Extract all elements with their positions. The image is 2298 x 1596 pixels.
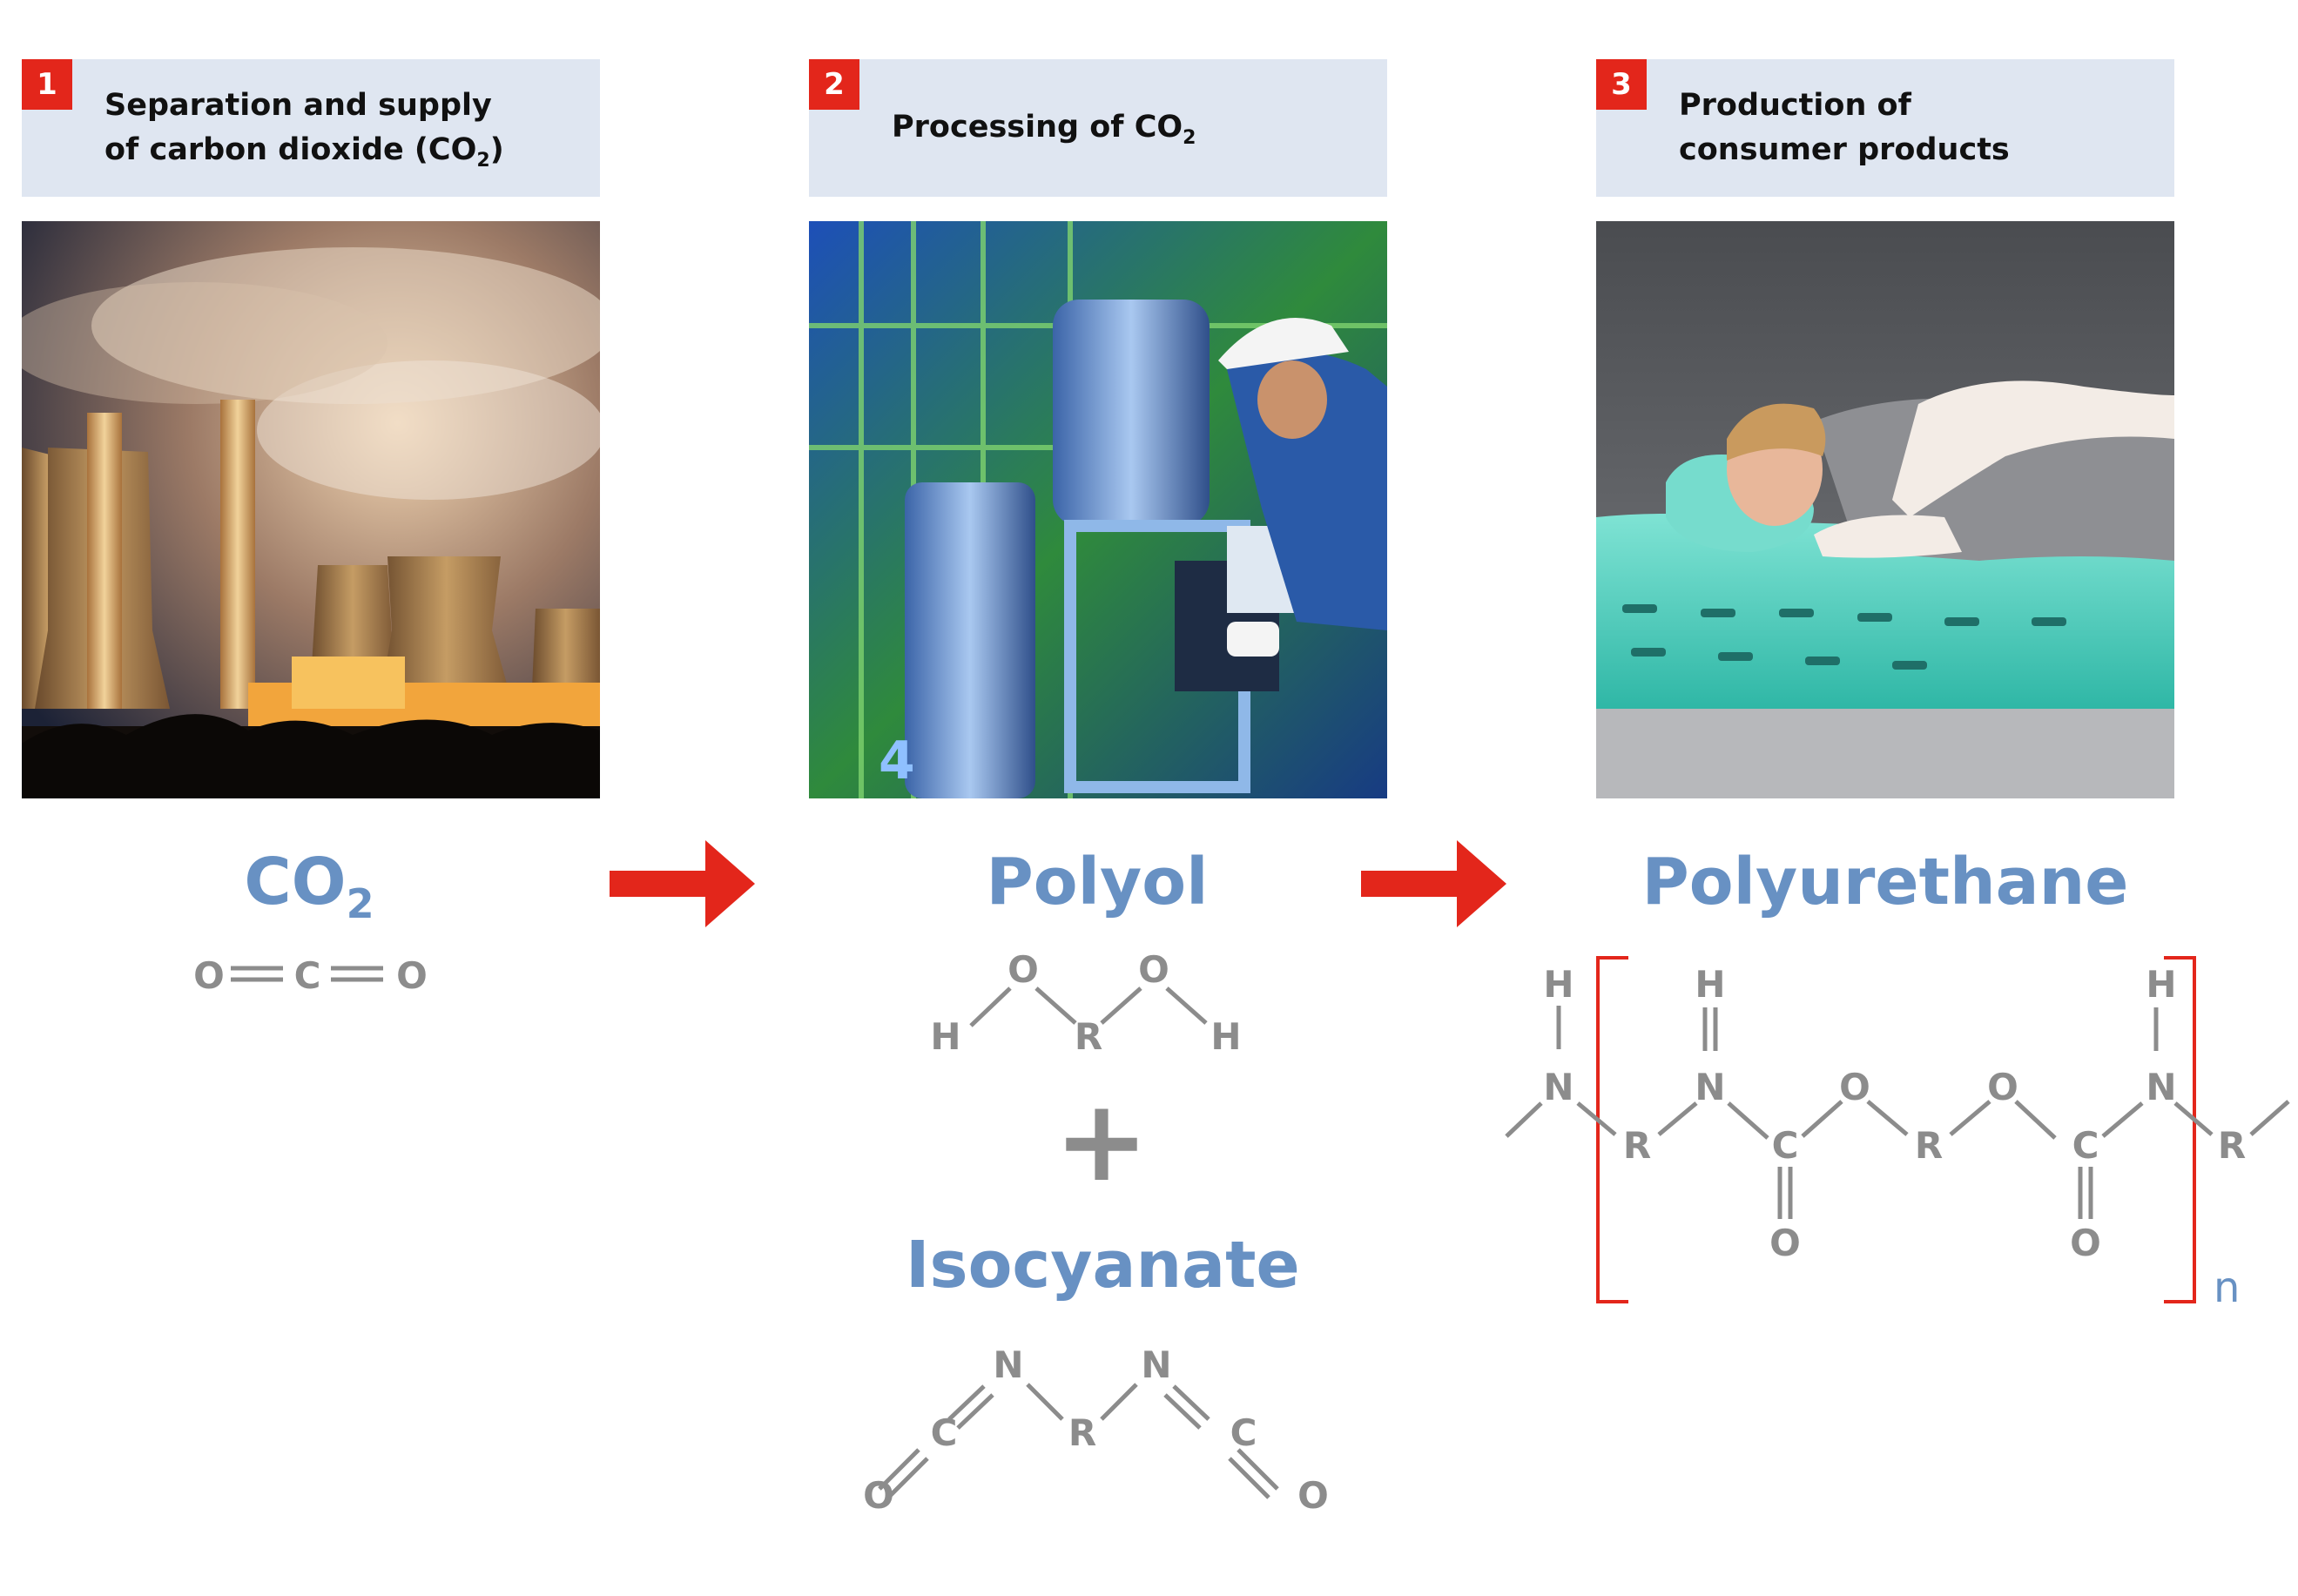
step-2-header: 2 Processing of CO2 [809,59,1387,197]
co2-label: CO2 [244,845,374,927]
atom-c: C [2072,1124,2099,1167]
atom-h: H [2146,963,2176,1006]
atom-r: R [1623,1124,1651,1167]
atom-o: O [1138,949,1169,991]
repeat-unit-subscript: n [2214,1263,2240,1312]
atom-o: O [1769,1222,1801,1264]
atom-r: R [1068,1411,1096,1454]
atom-r: R [1915,1124,1943,1167]
co2-structural-formula: O C O [193,954,428,997]
step-1-badge: 1 [22,59,72,110]
atom-c: C [931,1411,958,1454]
atom-h: H [1210,1015,1241,1054]
atom-n: N [1543,1066,1574,1108]
atom-r: R [1075,1015,1102,1054]
arrow-right-icon [1361,840,1506,927]
svg-text:4: 4 [879,731,915,791]
atom-o: O [1297,1474,1329,1517]
atom-n: N [2146,1066,2176,1108]
power-plant-photo [22,221,600,798]
polyurethane-label: Polyurethane [1641,845,2129,919]
atom-o: O [193,954,225,997]
mattress-photo [1596,221,2174,798]
step-1-title-line2: of carbon dioxide (CO2) [104,132,504,172]
polyol-structural-formula: H O R O H [930,949,1241,1054]
step-3-title: Production of consumer products [1679,84,2010,172]
atom-c: C [1772,1124,1799,1167]
step-2-title: Processing of CO2 [892,110,1196,149]
isocyanate-structural-formula: O C N R N C O [863,1343,1329,1517]
step-1-title: Separation and supply of carbon dioxide … [104,84,504,183]
atom-h: H [1543,963,1574,1006]
atom-o: O [1987,1066,2018,1108]
step-2-badge: 2 [809,59,859,110]
atom-n: N [993,1343,1023,1386]
atom-n: N [1141,1343,1171,1386]
polyol-label: Polyol [986,845,1209,919]
atom-n: N [1695,1066,1725,1108]
atom-c: C [1230,1411,1257,1454]
step-3-badge: 3 [1596,59,1647,110]
industrial-plant-photo: 4 [809,221,1387,798]
step-1-title-line1: Separation and supply [104,88,492,123]
polyurethane-structural-formula: H N R H N C O O R O C O H N R n [1505,956,2290,1312]
atom-h: H [930,1015,960,1054]
atom-o: O [1007,949,1039,991]
atom-o: O [396,954,428,997]
atom-h: H [1695,963,1725,1006]
atom-r: R [2218,1124,2246,1167]
atom-c: C [294,954,321,997]
plus-sign: + [1054,1074,1149,1207]
step-3-header: 3 Production of consumer products [1596,59,2174,197]
arrow-right-icon [610,840,755,927]
isocyanate-label: Isocyanate [906,1228,1300,1303]
atom-o: O [1839,1066,1870,1108]
step-3-title-line1: Production of [1679,88,1911,123]
step-1-header: 1 Separation and supply of carbon dioxid… [22,59,600,197]
atom-o: O [863,1474,894,1517]
step-3-title-line2: consumer products [1679,132,2010,167]
atom-o: O [2070,1222,2101,1264]
